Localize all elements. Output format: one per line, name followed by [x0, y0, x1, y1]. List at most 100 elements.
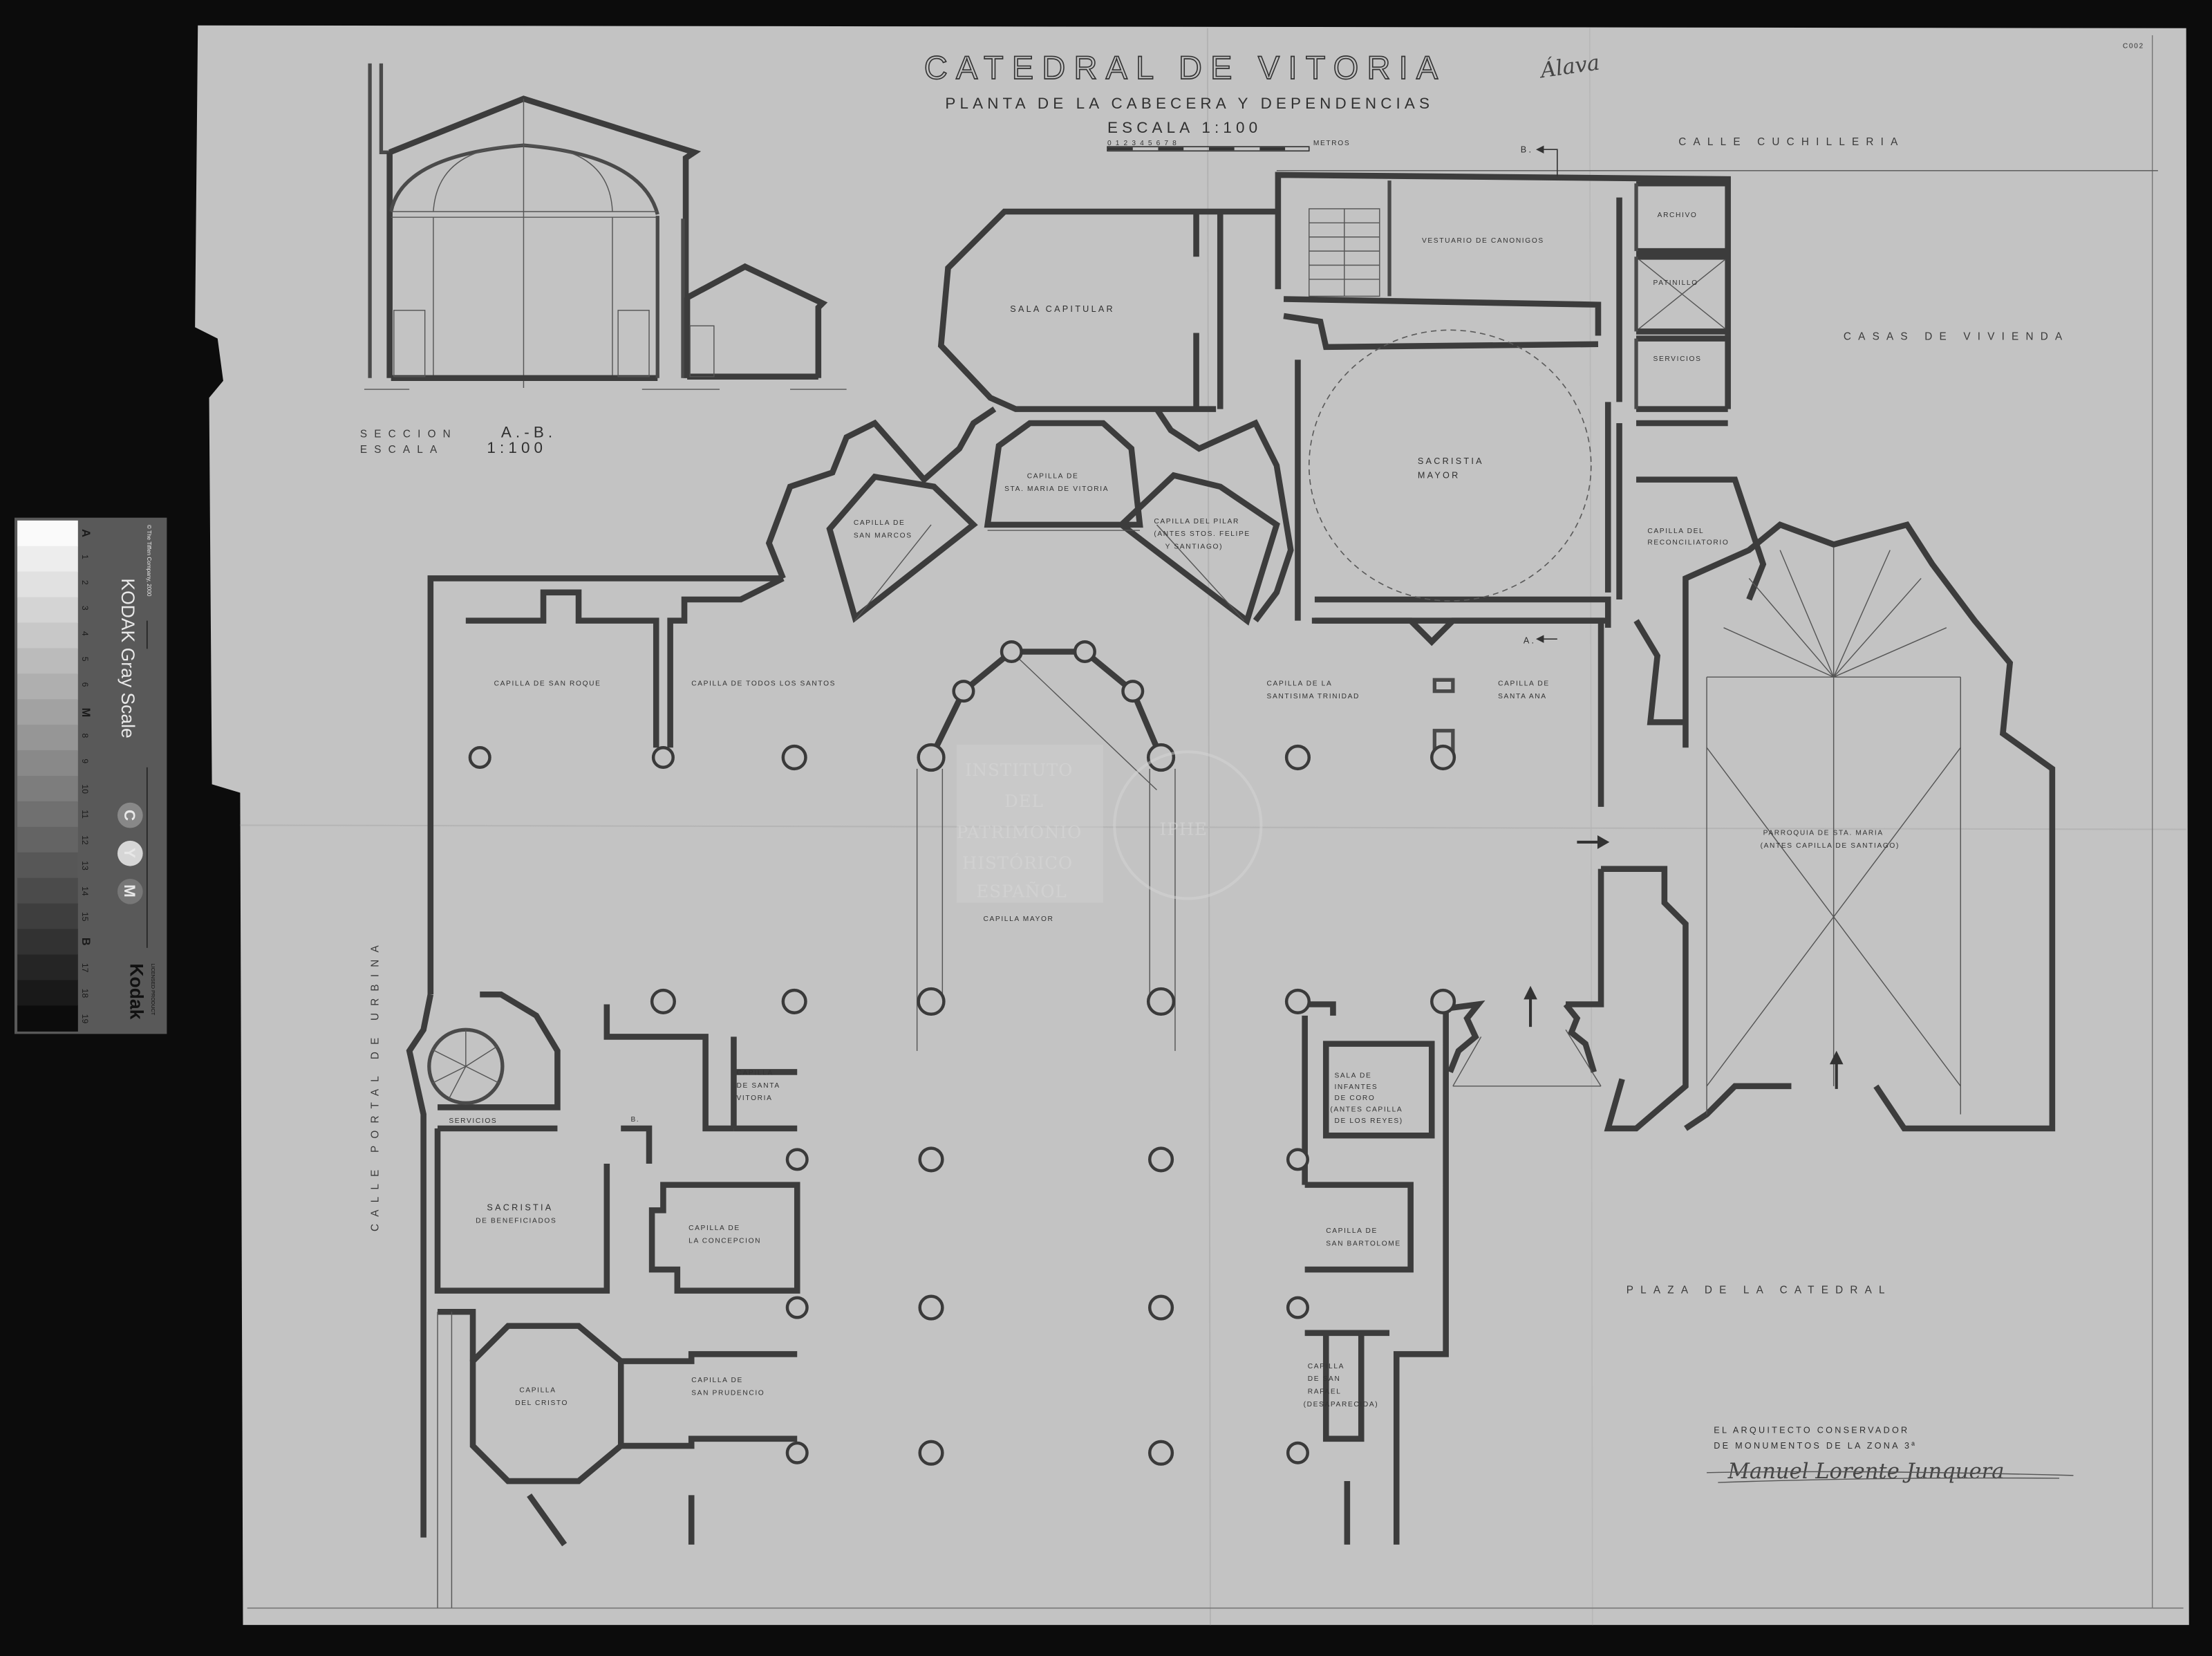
- pillar: [1286, 1148, 1309, 1171]
- gray-patch: [17, 903, 78, 930]
- room-capilla-del-pilar: Y SANTIAGO): [1165, 543, 1223, 551]
- gray-patch-label: 15: [80, 912, 90, 922]
- pillar: [468, 745, 491, 770]
- scale-bar: 0 1 2 3 4 5 6 7 8 METROS: [1107, 140, 1350, 152]
- room-san-rafael: (DESAPARECIDA): [1304, 1401, 1379, 1408]
- section-marker-a: A.: [1524, 635, 1536, 645]
- gray-patch-label: 5: [80, 657, 90, 662]
- architect-title-line1: EL ARQUITECTO CONSERVADOR: [1714, 1426, 1909, 1435]
- section-title: SECCION: [360, 428, 458, 440]
- gray-patch: [17, 776, 78, 802]
- gray-patch: [17, 622, 78, 649]
- room-santa-vitoria: CAPILLA: [737, 1070, 774, 1077]
- room-santa-ana: CAPILLA DE: [1498, 680, 1550, 687]
- gray-patch: [17, 826, 78, 853]
- room-sala-capitular: SALA CAPITULAR: [1010, 304, 1115, 314]
- gray-patch: [17, 1005, 78, 1032]
- room-sala-de-infantes: (ANTES CAPILLA: [1330, 1106, 1403, 1114]
- room-capilla-del-pilar: CAPILLA DEL PILAR: [1154, 518, 1239, 525]
- kodak-logo: Kodak: [126, 963, 147, 1019]
- architect-signature: Manuel Lorente Junquera: [1707, 1460, 2074, 1484]
- gray-patch-label: B: [79, 938, 92, 946]
- room-san-prudencio: CAPILLA DE: [691, 1377, 743, 1384]
- room-servicios-top: SERVICIOS: [1653, 355, 1702, 363]
- room-archivo: ARCHIVO: [1658, 212, 1698, 219]
- room-sacristia-beneficiados: DE BENEFICIADOS: [476, 1218, 556, 1225]
- room-patinillo: PATINILLO: [1653, 279, 1698, 287]
- room-santa-vitoria: VITORIA: [737, 1095, 773, 1102]
- pillar: [1430, 744, 1456, 771]
- room-san-bartolome: SAN BARTOLOME: [1326, 1240, 1401, 1247]
- gray-patch: [17, 954, 78, 981]
- pillar: [1000, 640, 1023, 664]
- gray-patch-label: 1: [80, 555, 90, 559]
- pillar: [917, 743, 946, 772]
- room-servicios-left: SERVICIOS: [449, 1117, 497, 1125]
- watermark-line: ESPAÑOL: [976, 880, 1067, 901]
- gray-scale-copyright: © The Tiffen Company, 2000: [146, 525, 152, 597]
- gray-patch: [17, 673, 78, 700]
- pillar: [918, 1294, 944, 1321]
- room-parroquia-sta-maria: (ANTES CAPILLA DE SANTIAGO): [1761, 842, 1900, 850]
- pillar: [917, 987, 946, 1016]
- pillar: [1147, 1294, 1174, 1321]
- area-casas-de-vivienda: CASAS DE VIVIENDA: [1844, 331, 2069, 343]
- pillar: [1286, 1296, 1309, 1319]
- gray-patch-label: 10: [80, 784, 90, 794]
- section-scale-value: 1:100: [487, 439, 547, 456]
- gray-patch: [17, 546, 78, 573]
- room-la-concepcion: LA CONCEPCION: [688, 1237, 761, 1245]
- watermark-line: DEL: [1004, 791, 1044, 811]
- section-scale-word: ESCALA: [360, 444, 444, 456]
- room-san-marcos: CAPILLA DE: [854, 519, 906, 527]
- room-sala-de-infantes: DE LOS REYES): [1334, 1117, 1403, 1125]
- pillars: [468, 640, 1456, 1466]
- room-vestuario-de-canonigos: VESTUARIO DE CANONIGOS: [1422, 237, 1544, 245]
- room-sta-maria-vitoria: STA. MARIA DE VITORIA: [1004, 485, 1109, 493]
- gray-patch: [17, 852, 78, 879]
- gray-patch: [17, 801, 78, 828]
- gray-patch-label: 9: [80, 759, 90, 763]
- room-sacristia-mayor: MAYOR: [1418, 471, 1461, 481]
- section-a-b-drawing: [364, 63, 847, 390]
- room-san-marcos: SAN MARCOS: [854, 532, 912, 539]
- pillar: [650, 988, 676, 1014]
- pillar: [781, 988, 807, 1014]
- gray-patch-label: A: [79, 529, 92, 537]
- pillar: [1147, 1440, 1174, 1466]
- iphe-watermark: INSTITUTO DEL PATRIMONIO HISTÓRICO ESPAÑ…: [956, 745, 1263, 903]
- gray-patch-label: 11: [80, 810, 90, 819]
- gray-patch-label: 18: [80, 989, 90, 998]
- gray-patch-label: M: [79, 708, 92, 718]
- stair-marker-b: B.: [631, 1116, 640, 1124]
- street-calle-cuchilleria: CALLE CUCHILLERIA: [1678, 136, 1904, 148]
- gray-patch-label: 4: [80, 631, 90, 636]
- gray-patch-label: 3: [80, 606, 90, 611]
- kodak-licensed: LICENSED PRODUCT: [150, 963, 156, 1015]
- pillar: [651, 745, 675, 770]
- gray-patch-label: 19: [80, 1014, 90, 1024]
- gray-patch: [17, 597, 78, 624]
- gray-patch: [17, 929, 78, 956]
- room-sacristia-mayor: SACRISTIA: [1418, 456, 1484, 466]
- pillar: [1147, 1146, 1174, 1173]
- pillar: [1146, 987, 1176, 1016]
- yellow-dot-label: Y: [121, 848, 138, 858]
- room-sacristia-beneficiados: SACRISTIA: [487, 1202, 553, 1212]
- gray-patch: [17, 980, 78, 1006]
- scale-bar-unit: METROS: [1313, 140, 1350, 147]
- room-reconciliatorio: RECONCILIATORIO: [1647, 539, 1729, 546]
- gray-scale-title: KODAK Gray Scale: [118, 578, 138, 738]
- sheet-code: C002: [2123, 42, 2144, 50]
- gray-patch-label: 6: [80, 682, 90, 687]
- gray-patch-label: 17: [80, 963, 90, 973]
- gray-patch: [17, 725, 78, 751]
- section-marker-b: B.: [1521, 145, 1533, 154]
- room-todos-los-santos: CAPILLA DE TODOS LOS SANTOS: [691, 680, 836, 687]
- fold-lines: [240, 28, 2186, 1626]
- gray-patch-label: 12: [80, 835, 90, 845]
- pillar: [1430, 988, 1456, 1014]
- pillar: [781, 744, 807, 771]
- section-id: A.-B.: [501, 423, 556, 440]
- room-capilla-mayor: CAPILLA MAYOR: [984, 915, 1054, 923]
